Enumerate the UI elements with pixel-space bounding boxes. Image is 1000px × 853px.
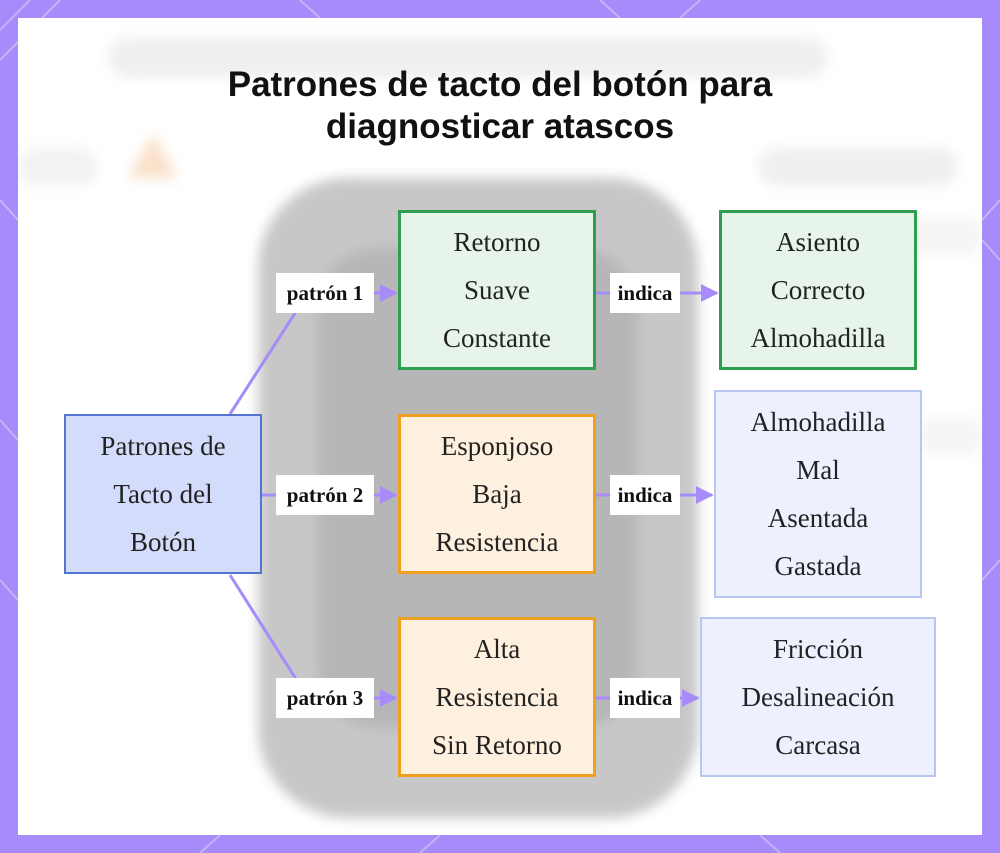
pattern-3-line: Alta (474, 625, 521, 673)
root-line: Patrones de (100, 422, 225, 470)
result-1-line: Asiento (776, 218, 860, 266)
pattern-1-node: Retorno Suave Constante (398, 210, 596, 370)
result-3-line: Desalineación (742, 673, 895, 721)
edge-label-pattern-1: patrón 1 (276, 273, 374, 313)
result-1-line: Correcto (771, 266, 865, 314)
root-node: Patrones de Tacto del Botón (64, 414, 262, 574)
pattern-3-line: Sin Retorno (432, 721, 562, 769)
result-3-line: Fricción (773, 625, 863, 673)
pattern-1-line: Suave (464, 266, 530, 314)
result-2-line: Almohadilla (751, 398, 886, 446)
pattern-1-line: Constante (443, 314, 551, 362)
result-2-line: Gastada (775, 542, 862, 590)
pattern-2-line: Resistencia (436, 518, 559, 566)
edge-label-pattern-2: patrón 2 (276, 475, 374, 515)
edge-label-indica-2: indica (610, 475, 680, 515)
edge-label-indica-3: indica (610, 678, 680, 718)
diagram-canvas: Patrones de tacto del botón para diagnos… (18, 18, 982, 835)
pattern-1-line: Retorno (454, 218, 541, 266)
pattern-2-line: Baja (472, 470, 521, 518)
result-3-line: Carcasa (775, 721, 860, 769)
pattern-2-line: Esponjoso (441, 422, 554, 470)
pattern-2-node: Esponjoso Baja Resistencia (398, 414, 596, 574)
edge-label-indica-1: indica (610, 273, 680, 313)
result-1-node: Asiento Correcto Almohadilla (719, 210, 917, 370)
root-line: Tacto del (113, 470, 212, 518)
pattern-3-node: Alta Resistencia Sin Retorno (398, 617, 596, 777)
result-2-line: Asentada (768, 494, 868, 542)
result-1-line: Almohadilla (751, 314, 886, 362)
result-2-node: Almohadilla Mal Asentada Gastada (714, 390, 922, 598)
root-line: Botón (130, 518, 196, 566)
result-2-line: Mal (796, 446, 840, 494)
edge-label-pattern-3: patrón 3 (276, 678, 374, 718)
pattern-3-line: Resistencia (436, 673, 559, 721)
result-3-node: Fricción Desalineación Carcasa (700, 617, 936, 777)
